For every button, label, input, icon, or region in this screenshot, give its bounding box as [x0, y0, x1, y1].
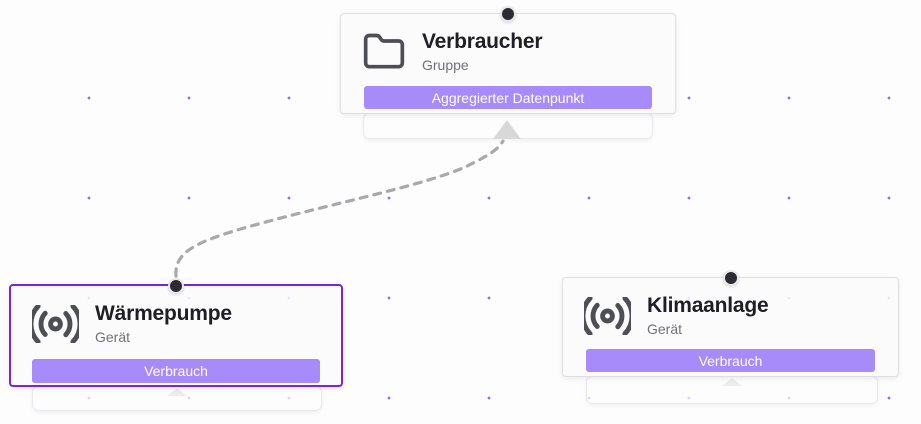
node-title: Verbraucher: [422, 30, 543, 53]
node-subtitle: Gerät: [647, 321, 683, 337]
expand-arrow-icon: [722, 378, 742, 386]
node-subtitle: Gruppe: [422, 57, 469, 73]
node-waermepumpe[interactable]: Wärmepumpe Gerät Verbrauch: [9, 278, 343, 387]
node-verbraucher[interactable]: Verbraucher Gruppe Aggregierter Datenpun…: [340, 6, 676, 114]
datapoint-badge[interactable]: Verbrauch: [32, 359, 320, 383]
node-subtitle: Gerät: [95, 329, 131, 345]
node-title: Wärmepumpe: [95, 302, 232, 325]
connection-handle[interactable]: [168, 278, 184, 294]
node-titles: Verbraucher Gruppe: [422, 29, 543, 74]
datapoint-badge[interactable]: Aggregierter Datenpunkt: [364, 86, 652, 109]
node-titles: Wärmepumpe Gerät: [95, 301, 232, 346]
connection-handle[interactable]: [500, 6, 516, 22]
node-titles: Klimaanlage Gerät: [647, 293, 769, 338]
expand-arrow-icon: [167, 388, 187, 396]
node-header: Verbraucher Gruppe: [341, 14, 675, 74]
node-header: Wärmepumpe Gerät: [11, 286, 341, 346]
folder-icon: [363, 33, 405, 68]
waermepumpe-children-stack[interactable]: [32, 386, 322, 411]
node-title: Klimaanlage: [647, 294, 769, 317]
verbraucher-children-stack[interactable]: [363, 113, 653, 139]
klimaanlage-children-stack[interactable]: [586, 376, 878, 404]
node-klimaanlage[interactable]: Klimaanlage Gerät Verbrauch: [562, 270, 899, 377]
edge-waermepumpe-to-verbraucher[interactable]: [174, 139, 505, 278]
radio-icon: [32, 304, 79, 343]
node-header: Klimaanlage Gerät: [563, 278, 898, 338]
datapoint-badge[interactable]: Verbrauch: [586, 349, 875, 372]
connection-handle[interactable]: [722, 270, 739, 286]
radio-icon: [584, 296, 631, 335]
